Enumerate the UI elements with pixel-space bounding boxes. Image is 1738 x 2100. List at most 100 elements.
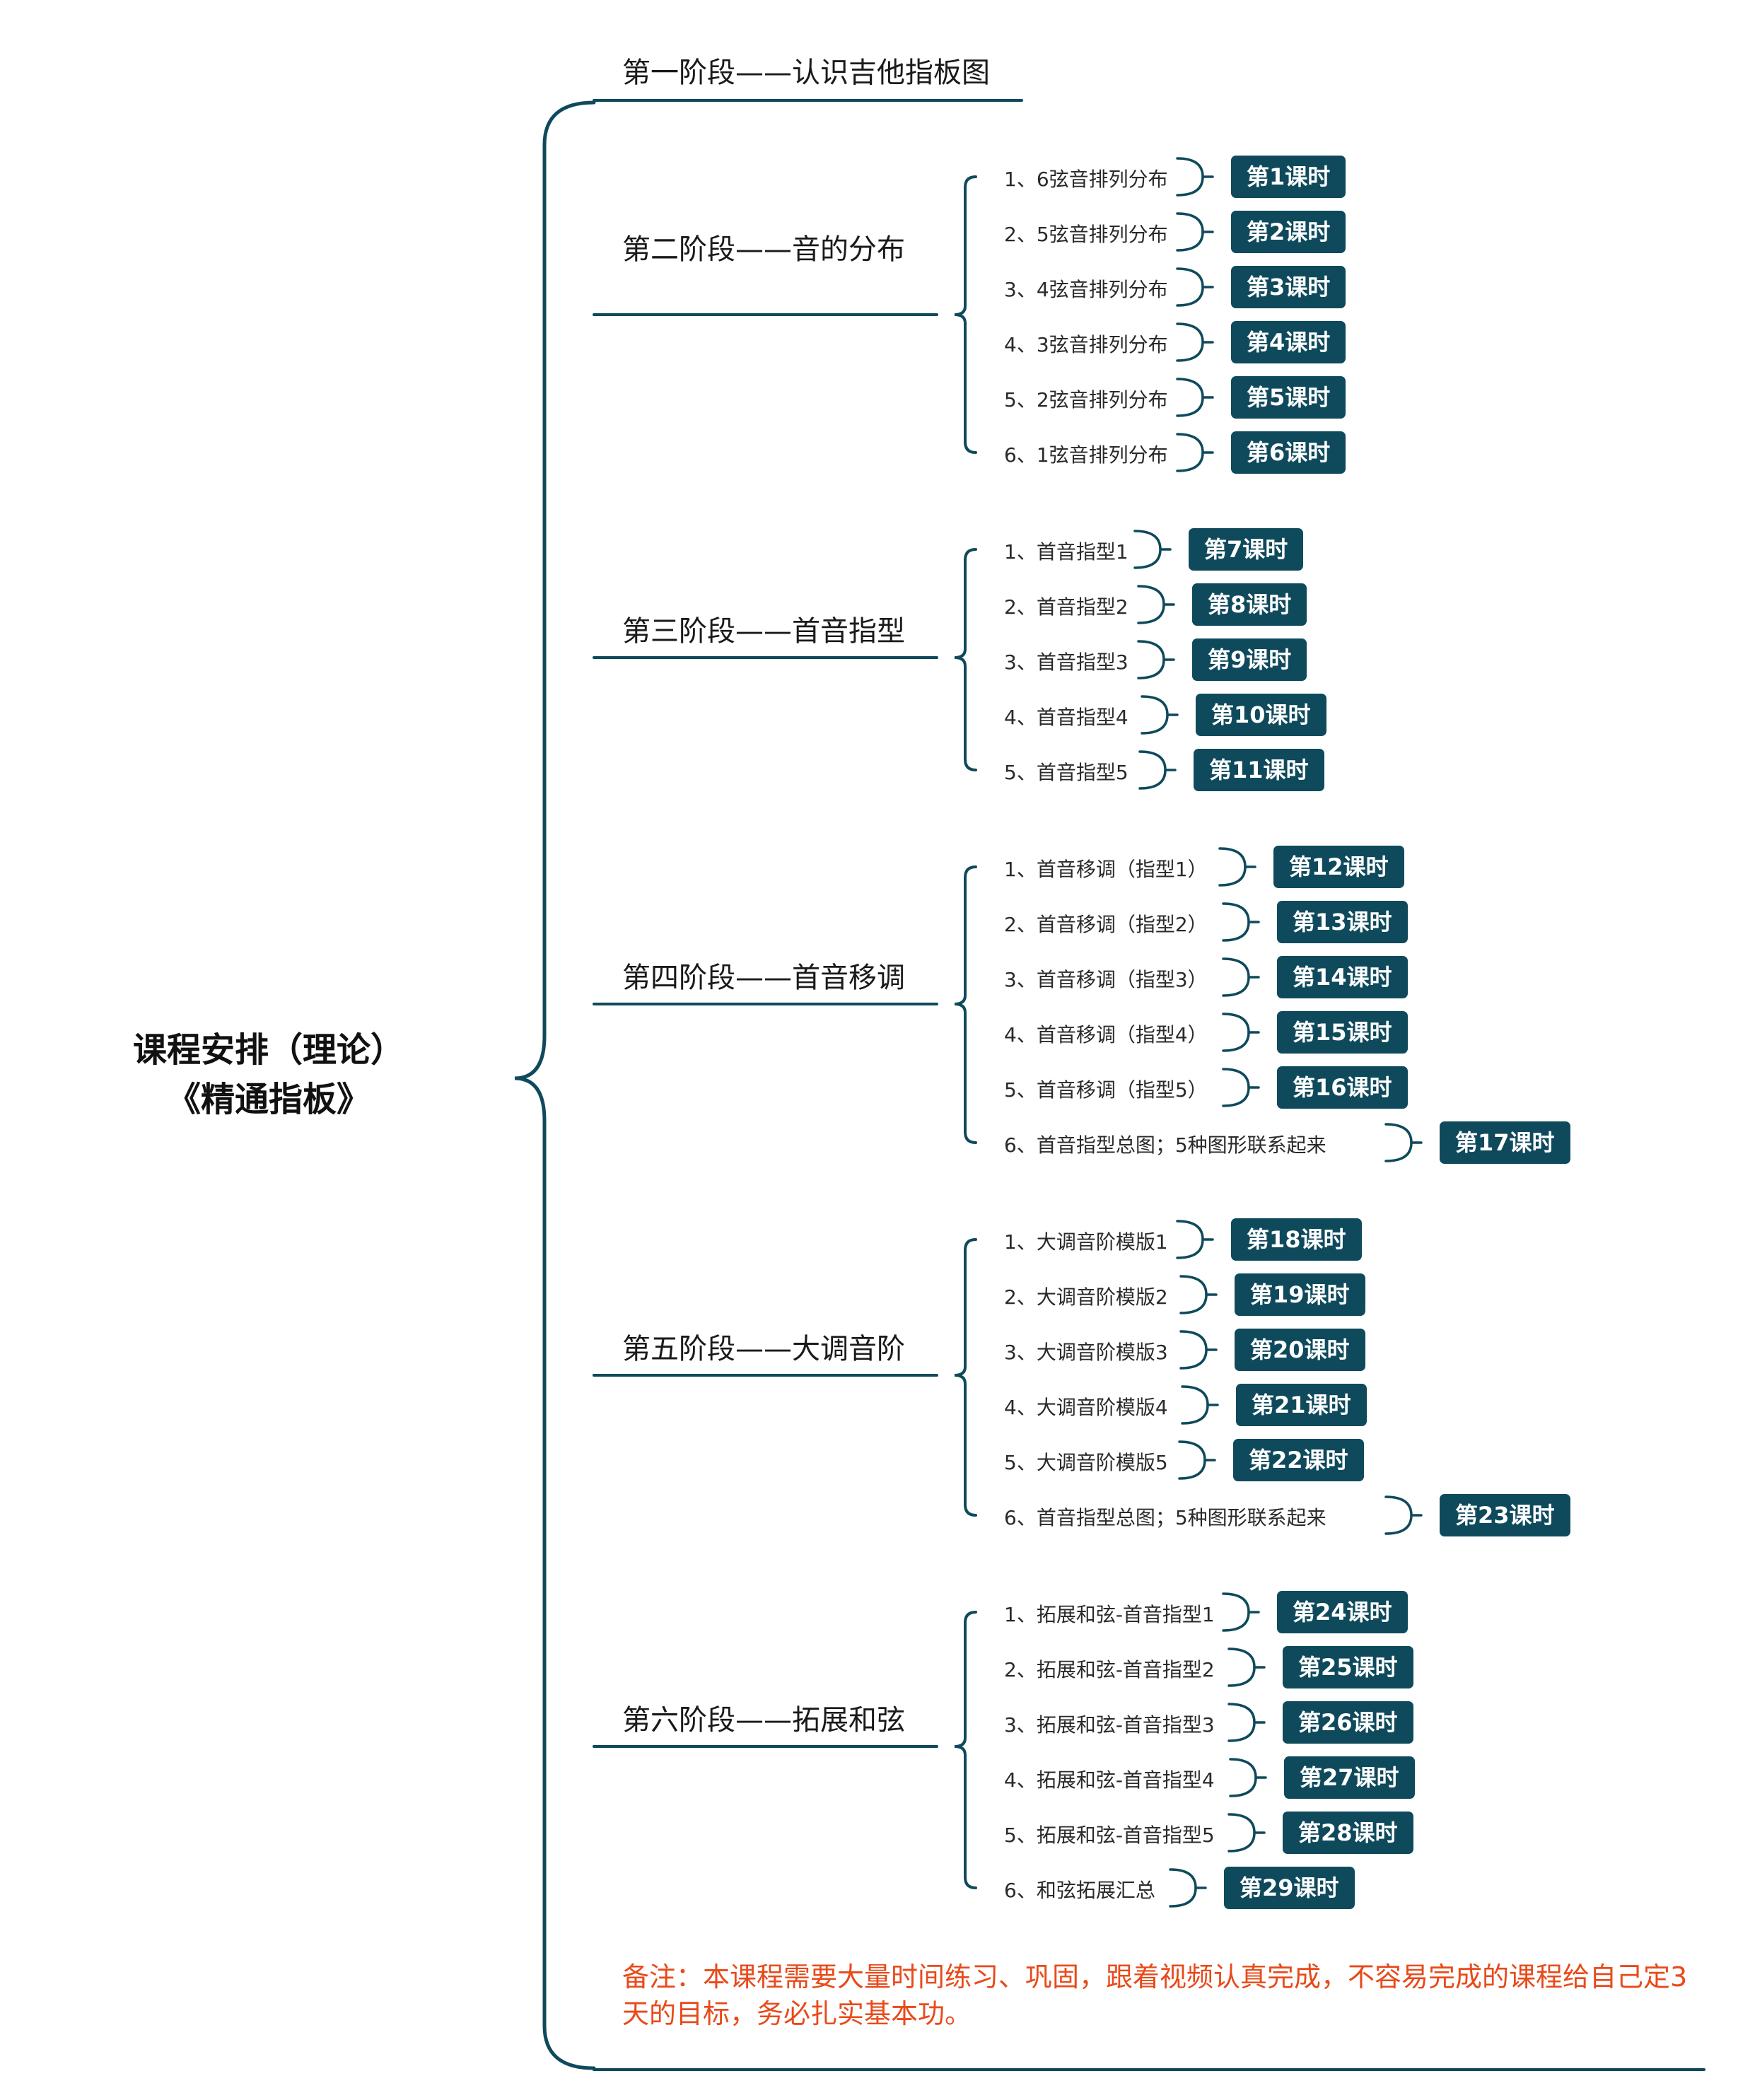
item-connector-arc — [1222, 1592, 1250, 1632]
lesson-topic: 4、首音指型4 — [1004, 706, 1128, 729]
lesson-topic: 5、首音移调（指型5） — [1004, 1078, 1208, 1102]
item-connector-arc — [1178, 1440, 1206, 1480]
lesson-badge: 第16课时 — [1277, 1066, 1408, 1109]
lesson-topic: 5、拓展和弦-首音指型5 — [1004, 1824, 1215, 1847]
lesson-badge: 第25课时 — [1283, 1646, 1413, 1688]
lesson-topic: 4、拓展和弦-首音指型4 — [1004, 1768, 1215, 1792]
lesson-topic: 3、大调音阶模版3 — [1004, 1341, 1168, 1364]
lesson-badge: 第15课时 — [1277, 1011, 1408, 1054]
lesson-topic: 3、首音指型3 — [1004, 651, 1128, 674]
lesson-badge: 第7课时 — [1189, 528, 1304, 571]
lesson-badge: 第4课时 — [1231, 321, 1346, 363]
item-connector-arc — [1133, 530, 1162, 569]
lesson-badge: 第22课时 — [1233, 1439, 1364, 1481]
lesson-topic: 4、3弦音排列分布 — [1004, 333, 1168, 356]
lesson-badge: 第3课时 — [1231, 266, 1346, 308]
root-brace — [514, 100, 596, 2070]
lesson-badge: 第2课时 — [1231, 211, 1346, 253]
item-connector-arc — [1229, 1758, 1257, 1797]
stage-brace — [954, 865, 977, 1144]
item-connector-arc — [1169, 1868, 1197, 1908]
lesson-topic: 6、首音指型总图；5种图形联系起来 — [1004, 1506, 1326, 1529]
stage-title: 第一阶段——认识吉他指板图 — [622, 57, 990, 89]
root-subtitle: 《精通指板》 — [166, 1080, 371, 1119]
stage-title: 第五阶段——大调音阶 — [622, 1333, 905, 1365]
item-connector-arc — [1176, 378, 1204, 417]
item-connector-arc — [1176, 212, 1204, 252]
lesson-topic: 1、首音移调（指型1） — [1004, 858, 1208, 881]
lesson-topic: 6、1弦音排列分布 — [1004, 443, 1168, 467]
stage-brace — [954, 175, 977, 454]
lesson-badge: 第11课时 — [1194, 749, 1324, 791]
item-connector-arc — [1181, 1385, 1209, 1425]
root-title: 课程安排（理论） — [132, 1030, 404, 1070]
item-connector-arc — [1218, 847, 1247, 887]
lesson-badge: 第9课时 — [1192, 638, 1307, 681]
lesson-topic: 2、首音移调（指型2） — [1004, 913, 1208, 936]
stage-brace — [954, 1238, 977, 1517]
item-connector-arc — [1176, 433, 1204, 472]
remark-note: 备注：本课程需要大量时间练习、巩固，跟着视频认真完成，不容易完成的课程给自己定3… — [622, 1961, 1688, 2029]
lesson-badge: 第8课时 — [1192, 583, 1307, 626]
lesson-topic: 2、首音指型2 — [1004, 595, 1128, 619]
item-connector-arc — [1179, 1275, 1208, 1314]
root-topic: 课程安排（理论） 《精通指板》 — [49, 1025, 488, 1124]
lesson-badge: 第19课时 — [1235, 1273, 1365, 1316]
lesson-topic: 1、拓展和弦-首音指型1 — [1004, 1603, 1215, 1626]
item-connector-arc — [1176, 267, 1204, 307]
item-connector-arc — [1384, 1495, 1413, 1535]
item-connector-arc — [1137, 640, 1165, 679]
item-connector-arc — [1137, 585, 1165, 624]
lesson-badge: 第28课时 — [1283, 1812, 1413, 1854]
lesson-topic: 1、6弦音排列分布 — [1004, 168, 1168, 191]
lesson-badge: 第13课时 — [1277, 901, 1408, 943]
lesson-badge: 第5课时 — [1231, 376, 1346, 419]
lesson-badge: 第27课时 — [1284, 1756, 1415, 1799]
item-connector-arc — [1227, 1647, 1256, 1687]
lesson-topic: 2、拓展和弦-首音指型2 — [1004, 1658, 1215, 1681]
lesson-badge: 第24课时 — [1277, 1591, 1408, 1633]
stage-brace — [954, 548, 977, 771]
item-connector-arc — [1227, 1703, 1256, 1742]
lesson-topic: 2、5弦音排列分布 — [1004, 223, 1168, 246]
lesson-badge: 第1课时 — [1231, 156, 1346, 198]
item-connector-arc — [1222, 957, 1250, 997]
item-connector-arc — [1176, 322, 1204, 362]
lesson-topic: 6、和弦拓展汇总 — [1004, 1879, 1155, 1902]
item-connector-arc — [1222, 1068, 1250, 1107]
item-connector-arc — [1176, 1220, 1204, 1259]
stage-title: 第六阶段——拓展和弦 — [622, 1704, 905, 1737]
lesson-badge: 第29课时 — [1224, 1867, 1355, 1909]
item-connector-arc — [1176, 157, 1204, 197]
lesson-badge: 第20课时 — [1235, 1329, 1365, 1371]
lesson-badge: 第10课时 — [1196, 694, 1326, 736]
lesson-topic: 4、大调音阶模版4 — [1004, 1396, 1168, 1419]
lesson-badge: 第18课时 — [1231, 1218, 1362, 1261]
lesson-topic: 1、首音指型1 — [1004, 540, 1128, 564]
lesson-topic: 3、拓展和弦-首音指型3 — [1004, 1713, 1215, 1737]
lesson-topic: 5、大调音阶模版5 — [1004, 1451, 1168, 1474]
stage-title: 第四阶段——首音移调 — [622, 962, 905, 994]
lesson-topic: 3、首音移调（指型3） — [1004, 968, 1208, 991]
lesson-topic: 3、4弦音排列分布 — [1004, 278, 1168, 301]
lesson-badge: 第21课时 — [1236, 1384, 1367, 1426]
item-connector-arc — [1141, 695, 1169, 735]
stage-brace — [954, 1611, 977, 1889]
lesson-badge: 第12课时 — [1273, 846, 1404, 888]
lesson-topic: 4、首音移调（指型4） — [1004, 1023, 1208, 1046]
item-connector-arc — [1179, 1330, 1208, 1370]
item-connector-arc — [1227, 1813, 1256, 1853]
lesson-badge: 第23课时 — [1440, 1494, 1570, 1536]
lesson-topic: 2、大调音阶模版2 — [1004, 1285, 1168, 1309]
lesson-badge: 第26课时 — [1283, 1701, 1413, 1744]
lesson-topic: 6、首音指型总图；5种图形联系起来 — [1004, 1133, 1326, 1157]
lesson-badge: 第6课时 — [1231, 431, 1346, 474]
lesson-badge: 第17课时 — [1440, 1121, 1570, 1164]
item-connector-arc — [1222, 1013, 1250, 1052]
stage-title: 第三阶段——首音指型 — [622, 615, 905, 648]
item-connector-arc — [1138, 750, 1167, 790]
item-connector-arc — [1222, 902, 1250, 942]
stage-title: 第二阶段——音的分布 — [622, 233, 905, 266]
